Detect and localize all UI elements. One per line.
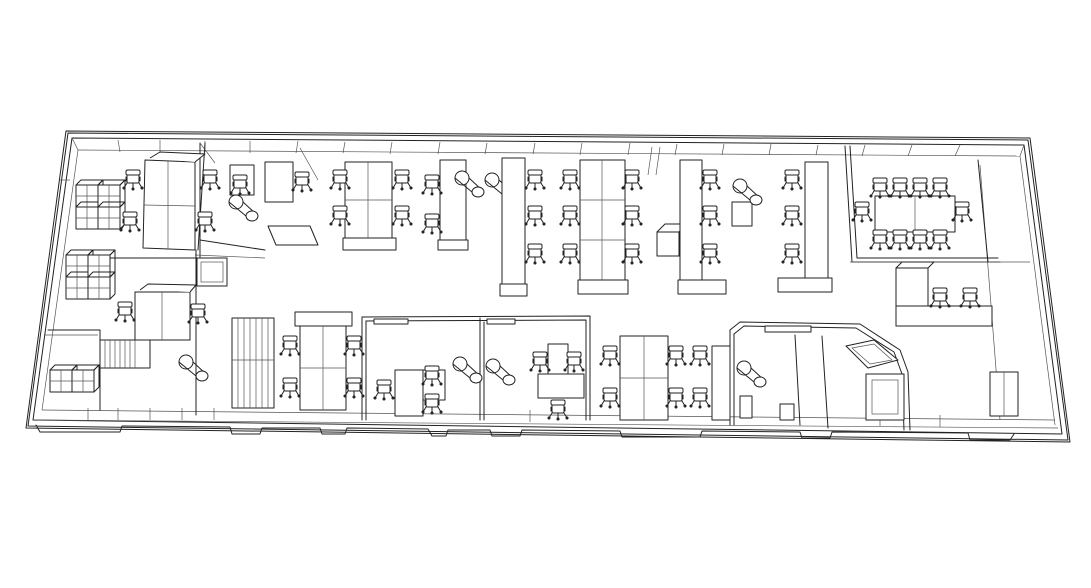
workstations-left: [114, 151, 319, 382]
lounge-area: [895, 261, 1019, 417]
conference-room: [851, 177, 973, 251]
meeting-room-2: [485, 343, 585, 421]
small-office-right: [845, 339, 905, 421]
workstations-center: [499, 157, 688, 297]
workstations-center-left: [329, 159, 515, 251]
interior-walls: [44, 142, 1030, 431]
storage-cabinets-left: [49, 179, 151, 393]
meeting-room-1: [373, 356, 483, 417]
workstations-center-right: [677, 159, 833, 295]
workstations-lower-left: [231, 311, 365, 411]
workstations-lower-right: [599, 335, 795, 421]
